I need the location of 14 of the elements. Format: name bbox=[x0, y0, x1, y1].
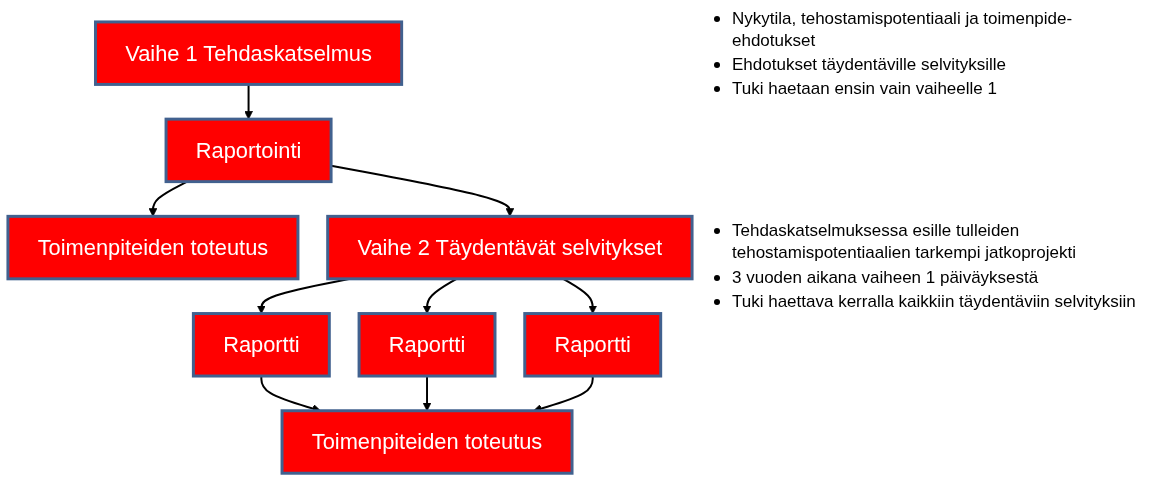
bullet-note: Tehdaskatselmuksessa esille tulleiden tehostamispotentiaalien tarkempi jatkoprojekti bbox=[732, 220, 1077, 265]
node-box: Vaihe 1 Tehdaskatselmus bbox=[94, 20, 404, 86]
bullet-note: 3 vuoden aikana vaiheen 1 päiväyksestä bbox=[732, 266, 1039, 289]
node-box: Toimenpiteiden toteutus bbox=[6, 214, 300, 281]
node-box: Raportointi bbox=[164, 117, 333, 183]
bullet-note: Tuki haetaan ensin vain vaiheelle 1 bbox=[732, 78, 997, 101]
node-box: Vaihe 2 Täydentävät selvitykset bbox=[326, 214, 694, 281]
bullet-note: Nykytila, tehostamispotentiaali ja toimenpide-ehdotukset bbox=[732, 8, 1074, 53]
bullet-note: Tuki haettava kerralla kaikkiin täydentäviin selvityksiin bbox=[732, 290, 1136, 313]
bullet-note: Ehdotukset täydentäville selvityksille bbox=[732, 54, 1007, 77]
node-box: Raportti bbox=[191, 311, 331, 378]
node-box: Raportti bbox=[357, 311, 497, 378]
node-box: Toimenpiteiden toteutus bbox=[280, 409, 574, 475]
node-box: Raportti bbox=[523, 311, 663, 378]
